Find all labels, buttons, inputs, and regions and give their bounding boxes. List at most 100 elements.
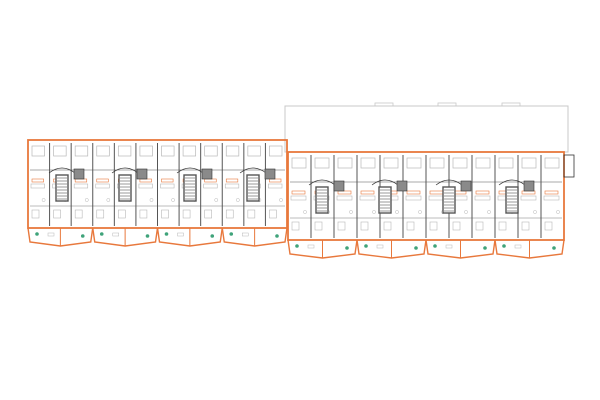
bathroom (396, 180, 408, 192)
lounge-chair (514, 244, 522, 249)
lounge-chair (445, 244, 453, 249)
chair (464, 210, 468, 214)
kitchen-counter (224, 183, 240, 189)
kitchen-counter (290, 195, 307, 201)
stair-well (118, 174, 132, 202)
lounge-chair (307, 244, 315, 249)
stair-well (378, 186, 392, 214)
bed (269, 145, 283, 157)
window-sill (139, 178, 152, 183)
chair (84, 198, 89, 202)
kitchen-counter (543, 195, 560, 201)
plant-icon (164, 232, 169, 236)
table (544, 221, 553, 231)
stair-well (442, 186, 456, 214)
kitchen-counter (30, 183, 45, 189)
plant-icon (345, 246, 349, 250)
chair (303, 210, 307, 214)
plant-icon (99, 232, 104, 236)
stair-well (183, 174, 197, 202)
kitchen-counter (359, 195, 376, 201)
bed (247, 145, 261, 157)
roof-vent (501, 102, 521, 107)
bed (360, 157, 376, 169)
window-sill (406, 190, 421, 195)
bed (452, 157, 468, 169)
kitchen-counter (520, 195, 537, 201)
plant-icon (80, 234, 85, 238)
stair-core (176, 167, 213, 202)
chair (41, 198, 46, 202)
bathroom (333, 180, 345, 192)
stair-core (371, 179, 408, 214)
kitchen-counter (95, 183, 110, 189)
bed (53, 145, 67, 157)
chair (214, 198, 219, 202)
west-block (27, 139, 288, 247)
table (161, 209, 169, 219)
stair-core (111, 167, 148, 202)
bathroom (460, 180, 472, 192)
window-sill (225, 178, 239, 183)
bed (337, 157, 353, 169)
chair (149, 198, 154, 202)
bed (74, 145, 89, 157)
plant-icon (35, 232, 39, 236)
bed (31, 145, 45, 157)
table (383, 221, 392, 231)
bed (521, 157, 537, 169)
stair-well (505, 186, 519, 214)
bathroom (201, 168, 213, 180)
landing-door-swing (308, 179, 336, 186)
roof-edge (284, 105, 569, 153)
roof-vent (437, 102, 457, 107)
table (406, 221, 415, 231)
plant-icon (364, 244, 368, 248)
table (96, 209, 105, 219)
bed (139, 145, 153, 157)
window-sill (544, 190, 559, 195)
chair (372, 210, 376, 214)
table (118, 209, 126, 219)
table (139, 209, 148, 219)
kitchen-counter (203, 183, 218, 189)
kitchen-counter (160, 183, 175, 189)
balcony-row (27, 227, 288, 247)
stair-core (308, 179, 345, 214)
plant-icon (502, 244, 506, 248)
chair (556, 210, 560, 214)
window-sill (269, 178, 282, 183)
roof-outline (284, 102, 569, 153)
bed (182, 145, 197, 157)
plant-icon (229, 232, 234, 236)
bed (96, 145, 110, 157)
table (429, 221, 438, 231)
bed (429, 157, 445, 169)
east-block (287, 151, 565, 259)
plant-icon (433, 244, 437, 248)
table (182, 209, 191, 219)
lounge-chair (376, 244, 384, 249)
window-sill (475, 190, 490, 195)
table (225, 209, 234, 219)
chair (487, 210, 491, 214)
table (521, 221, 530, 231)
window-sill (204, 178, 217, 183)
stair-core (435, 179, 472, 214)
bathroom (264, 168, 276, 180)
bed (544, 157, 560, 169)
table (204, 209, 212, 219)
lounge-chair (47, 232, 55, 237)
roof-vent (374, 102, 394, 107)
bed (498, 157, 514, 169)
plant-icon (552, 246, 556, 250)
window-sill (360, 190, 375, 195)
plant-icon (483, 246, 487, 250)
table (337, 221, 346, 231)
chair (235, 198, 240, 202)
chair (279, 198, 283, 202)
bathroom (73, 168, 85, 180)
table (360, 221, 369, 231)
bed (291, 157, 307, 169)
